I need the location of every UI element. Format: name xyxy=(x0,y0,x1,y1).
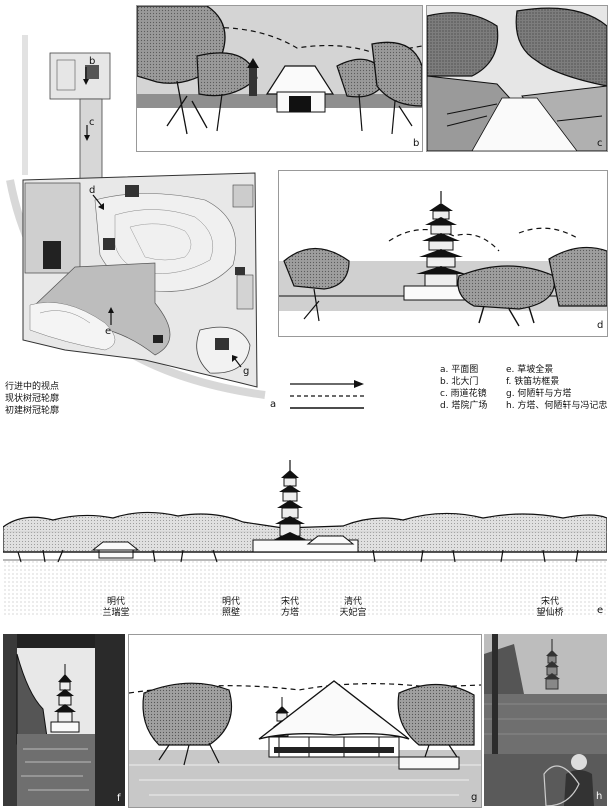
plan-marker-c: c xyxy=(89,117,95,128)
caption-c: c. 雨道花镜 xyxy=(440,389,487,399)
elev-dynasty: 清代 xyxy=(343,597,362,607)
captions: a. 平面图 b. 北大门 c. 雨道花镜 d. 塔院广场 e. 草坡全景 f.… xyxy=(440,364,608,414)
panel-label-e: e xyxy=(597,605,604,616)
panel-e-panorama: 明代 兰瑞堂 明代 照壁 宋代 方塔 清代 天妃宫 宋代 望仙桥 e xyxy=(3,432,607,620)
north-gate-drawing xyxy=(137,6,422,151)
legend-current-canopy: 现状树冠轮廓 xyxy=(5,394,60,404)
elev-label-zhaobi: 明代 照壁 xyxy=(201,597,261,619)
legend-symbols xyxy=(290,380,370,416)
legend-viewpoint: 行进中的视点 xyxy=(5,382,60,392)
caption-g: g. 何陋轩与方塔 xyxy=(506,389,572,399)
panel-label-g: g xyxy=(471,792,478,803)
pagoda-plaza-drawing xyxy=(279,171,607,336)
elev-name: 方塔 xyxy=(280,608,299,618)
elev-dynasty: 明代 xyxy=(106,597,125,607)
caption-a: a. 平面图 xyxy=(440,365,479,375)
panel-label-a: a xyxy=(270,399,277,410)
panel-c-rain-path: c xyxy=(426,5,608,152)
elev-dynasty: 明代 xyxy=(221,597,240,607)
elev-label-tianfeigong: 清代 天妃宫 xyxy=(323,597,383,619)
panorama-drawing xyxy=(3,432,607,620)
panel-label-d: d xyxy=(597,320,604,331)
panel-b-north-gate: b xyxy=(136,5,423,152)
frame-view-drawing xyxy=(3,634,125,806)
panel-label-b: b xyxy=(413,138,420,149)
elev-name: 望仙桥 xyxy=(536,608,564,618)
elev-name: 兰瑞堂 xyxy=(102,608,130,618)
elev-name: 照壁 xyxy=(221,608,240,618)
legend-original-canopy: 初建树冠轮廓 xyxy=(5,406,60,415)
panel-label-c: c xyxy=(597,138,603,149)
pavilion-drawing xyxy=(129,635,481,807)
historic-photo xyxy=(484,634,607,806)
elev-name: 天妃宫 xyxy=(339,608,367,618)
plan-marker-b: b xyxy=(89,56,96,67)
elev-label-wangxianqiao: 宋代 望仙桥 xyxy=(520,597,580,619)
panel-label-f: f xyxy=(117,793,121,804)
elev-label-lanruitang: 明代 兰瑞堂 xyxy=(86,597,146,619)
caption-h: h. 方塔、何陋轩与冯记忠 xyxy=(506,401,608,411)
elev-dynasty: 宋代 xyxy=(540,597,559,607)
elev-label-fangta: 宋代 方塔 xyxy=(260,597,320,619)
caption-f: f. 铁笛坊框景 xyxy=(506,377,560,387)
legend-symbol-drawing xyxy=(290,380,364,409)
panel-h-photo: h xyxy=(484,634,607,806)
elev-dynasty: 宋代 xyxy=(280,597,299,607)
panel-label-h: h xyxy=(596,791,603,802)
caption-e: e. 草坡全景 xyxy=(506,365,554,375)
panel-f-frame-view: f xyxy=(3,634,125,806)
plan-marker-d: d xyxy=(89,185,96,196)
caption-b: b. 北大门 xyxy=(440,377,479,387)
rain-path-drawing xyxy=(427,6,607,151)
caption-d: d. 塔院广场 xyxy=(440,401,488,411)
panel-g-pavilion: g xyxy=(128,634,482,808)
plan-marker-g: g xyxy=(243,366,250,377)
legend: 行进中的视点 现状树冠轮廓 初建树冠轮廓 xyxy=(5,373,275,415)
panel-d-pagoda-plaza: d xyxy=(278,170,608,337)
plan-marker-e: e xyxy=(105,326,112,337)
